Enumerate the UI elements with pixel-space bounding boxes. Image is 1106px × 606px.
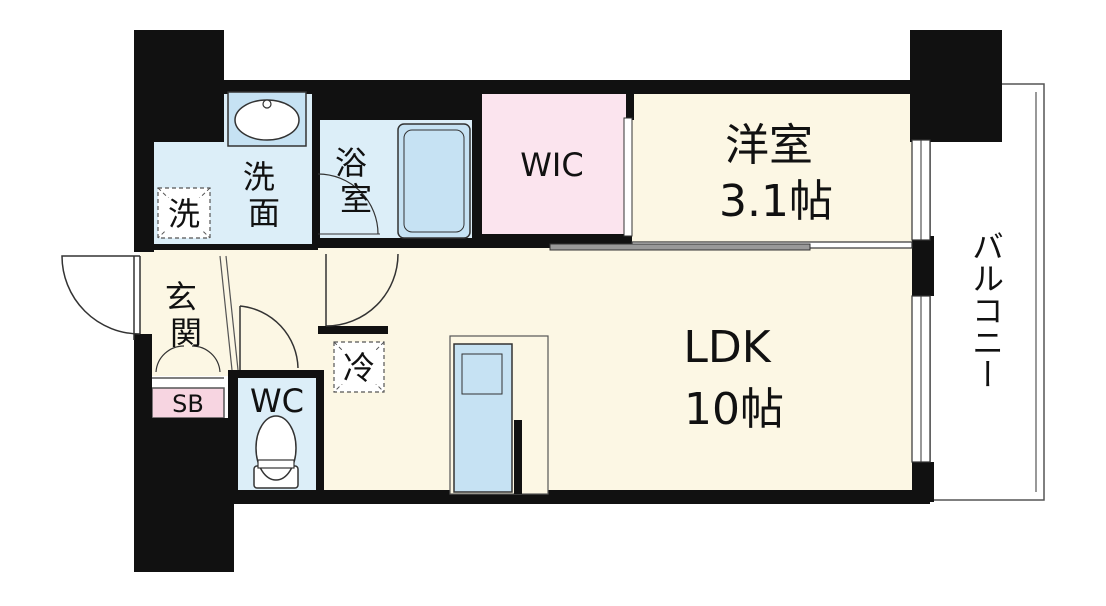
bottom-wall	[228, 490, 930, 504]
wall-ldk-partition	[318, 326, 388, 334]
wall-bath-wic	[472, 90, 482, 248]
fridge-mark: 冷	[343, 349, 375, 387]
bath-label: 浴 室	[335, 144, 377, 218]
washbasin-tap	[262, 99, 272, 109]
wc-door	[239, 305, 299, 370]
ldk-floor	[318, 248, 916, 494]
hall-line	[219, 255, 233, 371]
washroom-label-line2: 面	[248, 194, 280, 232]
shoebox-doors	[155, 345, 221, 373]
wall-bath-top	[312, 92, 480, 120]
wic-floor	[480, 90, 630, 240]
bedroom-label: 洋室 3.1帖	[719, 120, 833, 227]
entrance-floor	[140, 248, 228, 376]
washer-label-bg	[166, 198, 202, 230]
balcony-label: バルコニー	[967, 230, 1005, 390]
wall-wash-bath	[312, 90, 320, 248]
entrance-label: 玄 関	[165, 278, 207, 352]
bath-label-line1: 浴	[335, 144, 367, 182]
wc-label: WC	[250, 382, 304, 420]
washer-mark: 洗	[168, 195, 200, 233]
right-wall-mid	[912, 236, 934, 296]
kitchen-end-wall	[514, 420, 522, 494]
wall-wic-bedroom	[626, 90, 634, 120]
toilet-seat	[257, 459, 295, 469]
entrance-label-line1: 玄	[165, 278, 197, 316]
fridge-label-bg	[340, 350, 378, 384]
balcony-area	[929, 83, 1045, 501]
entrance-label-line2: 関	[170, 314, 202, 352]
wic-opening	[623, 117, 633, 237]
entrance-door	[61, 255, 141, 335]
sliding-partition	[549, 243, 811, 251]
left-wall-mid	[134, 334, 152, 424]
wall-bath-bottom	[318, 238, 478, 248]
ldk-label: LDK 10帖	[683, 322, 784, 435]
wall-wc-right	[316, 370, 324, 494]
wall-wc-left	[228, 370, 238, 494]
left-wall-wash	[134, 140, 154, 252]
bedroom-floor	[632, 90, 916, 248]
ldk-label-line1: LDK	[683, 322, 771, 373]
ldk-label-line2: 10帖	[684, 384, 784, 435]
bath-door	[317, 173, 379, 235]
toilet-bowl	[255, 415, 297, 481]
left-pillar-top	[134, 30, 224, 142]
bath-label-line2: 室	[340, 180, 372, 218]
hall-line-2	[225, 255, 239, 371]
top-wall	[222, 80, 912, 94]
right-pillar-top	[910, 30, 1002, 142]
washroom-label: 洗 面	[243, 158, 285, 232]
wall-wc-top	[228, 370, 318, 378]
wall-wash-bottom	[152, 244, 318, 250]
kitchen-sink	[461, 353, 503, 395]
bedroom-label-line2: 3.1帖	[719, 176, 833, 227]
shoebox-label: SB	[172, 390, 204, 418]
bedroom-label-line1: 洋室	[725, 120, 813, 171]
shoebox	[151, 387, 225, 419]
ldk-door	[325, 253, 399, 327]
washroom-label-line1: 洗	[243, 158, 275, 196]
hall-floor	[222, 248, 322, 376]
wic-label: WIC	[520, 146, 583, 184]
bathtub-inner	[403, 129, 465, 233]
left-pillar-bottom	[134, 418, 234, 572]
